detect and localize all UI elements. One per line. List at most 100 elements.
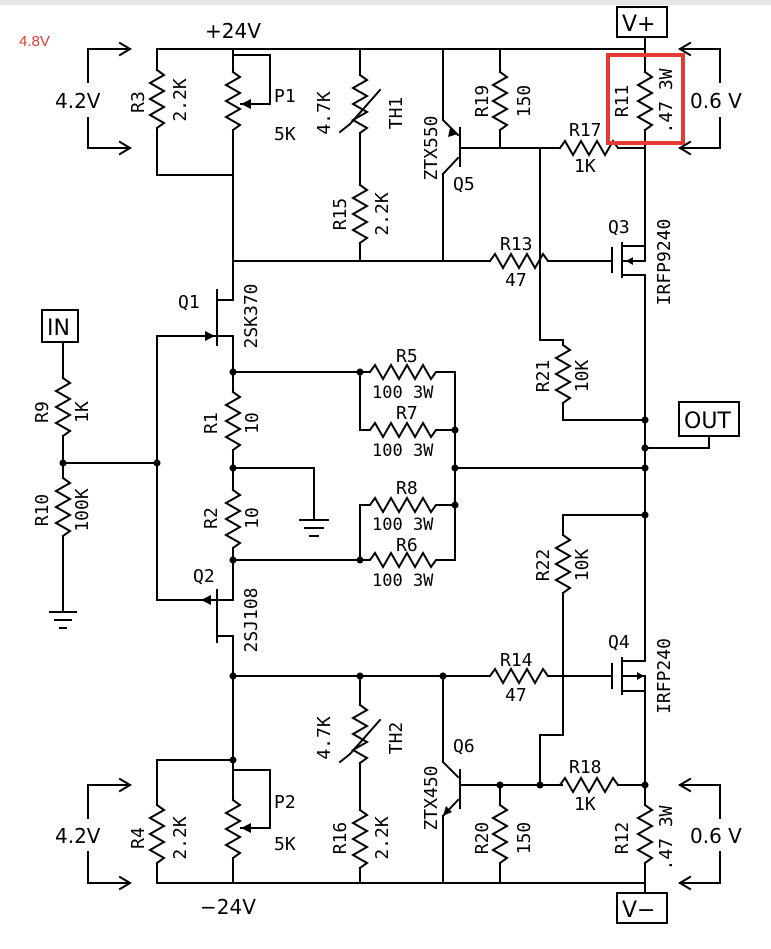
voltage-note: 4.8V: [19, 33, 50, 50]
R11-value: .47 3W: [656, 68, 677, 133]
meas-arrow: [118, 140, 132, 156]
meas-arrow: [678, 777, 692, 793]
R6-resistor: [359, 550, 456, 570]
R5-resistor: [359, 362, 456, 382]
Q4-part: IRFP240: [654, 638, 675, 714]
R10-value: 100K: [72, 488, 93, 532]
P2-value: 5K: [274, 834, 296, 855]
R2-value: 10: [242, 507, 263, 529]
Q2-arrow: [201, 595, 211, 605]
positive-rail-label: +24V: [205, 19, 261, 43]
right-top-voltage: 0.6 V: [690, 89, 742, 113]
R5-ref: R5: [396, 346, 418, 367]
R19-ref: R19: [472, 85, 493, 118]
junction-dot: [59, 459, 67, 467]
TH2-thermistor: [350, 703, 370, 765]
left-bottom-voltage: 4.2V: [55, 824, 101, 848]
junction-dot: [451, 501, 459, 509]
junction-dot: [641, 444, 649, 452]
R9-resistor: [53, 376, 73, 438]
R4-ref: R4: [128, 827, 149, 849]
meas-arrow: [118, 41, 132, 57]
R4-value: 2.2K: [170, 816, 191, 860]
meas-arrow: [678, 140, 692, 156]
R14-resistor: [488, 666, 550, 686]
out-label: OUT: [684, 409, 731, 434]
in-label: IN: [47, 316, 70, 341]
vminus-label: V−: [622, 898, 655, 923]
R18-value: 1K: [574, 794, 596, 815]
R4-resistor: [147, 803, 167, 865]
R19-value: 150: [514, 85, 535, 118]
vplus-label: V+: [622, 12, 655, 37]
P1-ref: P1: [274, 86, 296, 107]
Q6-collector: [441, 760, 460, 779]
R1-resistor: [223, 390, 243, 452]
Q2-ref: Q2: [193, 566, 215, 587]
meas-arrow: [678, 875, 692, 891]
Q3-part: IRFP9240: [654, 219, 675, 306]
R12-resistor: [635, 803, 655, 865]
wire: [232, 467, 315, 521]
R8-value: 100 3W: [372, 515, 434, 535]
R16-ref: R16: [330, 822, 351, 855]
Q5-ref: Q5: [453, 174, 475, 195]
R8-resistor: [359, 495, 456, 515]
R17-ref: R17: [569, 120, 602, 141]
R16-value: 2.2K: [372, 816, 393, 860]
wire: [644, 435, 710, 449]
R2-resistor: [223, 488, 243, 550]
P2-potentiometer: [223, 798, 243, 860]
junction-dot: [641, 511, 649, 519]
R22-value: 10K: [572, 549, 593, 582]
R10-ref: R10: [32, 494, 53, 527]
negative-rail-label: −24V: [200, 895, 256, 919]
P1-wiper-arrow: [241, 99, 251, 109]
R3-value: 2.2K: [170, 78, 191, 122]
R21-ref: R21: [533, 360, 554, 393]
left-top-voltage: 4.2V: [55, 89, 101, 113]
R5-value: 100 3W: [372, 383, 434, 403]
TH1-slash: [338, 88, 382, 134]
junction-dot: [536, 781, 544, 789]
junction-dot: [641, 416, 649, 424]
R7-ref: R7: [396, 403, 418, 424]
R15-resistor: [350, 183, 370, 245]
R14-value: 47: [505, 685, 527, 706]
P2-ref: P2: [274, 792, 296, 813]
Q1-arrow: [205, 331, 215, 341]
R15-ref: R15: [330, 198, 351, 231]
window-top-border: [0, 0, 771, 5]
Q5-part: ZTX550: [421, 115, 442, 180]
TH1-ref: TH1: [386, 97, 407, 130]
Q5-collector: [441, 156, 460, 176]
R15-value: 2.2K: [372, 192, 393, 236]
R12-value: .47 3W: [656, 805, 677, 870]
Q4-ref: Q4: [608, 632, 630, 653]
R7-resistor: [359, 420, 456, 440]
R6-ref: R6: [396, 535, 418, 556]
Q1-ref: Q1: [178, 292, 200, 313]
R1-value: 10: [242, 412, 263, 434]
R16-resistor: [350, 808, 370, 870]
in-terminal: [41, 309, 79, 343]
Q6-ref: Q6: [453, 736, 475, 757]
R22-ref: R22: [533, 549, 554, 582]
R11-resistor: [635, 70, 655, 132]
R21-value: 10K: [572, 360, 593, 393]
R9-value: 1K: [72, 401, 93, 423]
meas-arrow: [118, 875, 132, 891]
vplus-terminal: [616, 6, 668, 38]
R13-ref: R13: [500, 234, 533, 255]
Q6-part: ZTX450: [421, 765, 442, 830]
R20-value: 150: [514, 822, 535, 855]
Q4-arrow: [637, 672, 644, 680]
R17-resistor: [558, 138, 620, 158]
Q3-arrow: [626, 257, 633, 265]
R10-resistor: [53, 476, 73, 538]
P1-value: 5K: [274, 124, 296, 145]
junction-dot: [451, 426, 459, 434]
R21-resistor: [553, 343, 573, 405]
Q2-part: 2SJ108: [241, 587, 262, 652]
